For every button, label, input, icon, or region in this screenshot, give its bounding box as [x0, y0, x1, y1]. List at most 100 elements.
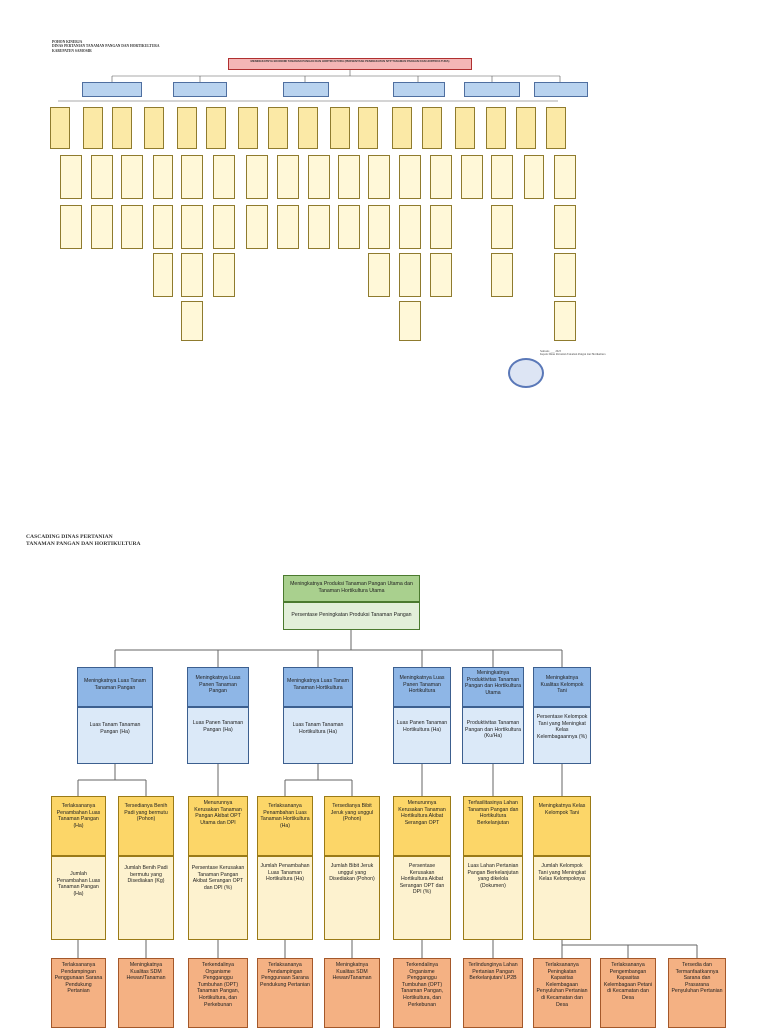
l2-indicator-box: Produktivitas Tanaman Pangan dan Hortiku…	[462, 707, 524, 764]
cascading-title-2: TANAMAN PANGAN DAN HORTIKULTURA	[26, 540, 141, 547]
l3-title: Tersedianya Benih Padi yang bermutu (Poh…	[124, 803, 168, 823]
l2-indicator-box: Luas Panen Tanaman Hortikultura (Ha)	[393, 707, 451, 764]
l4-text: Terkendalinya Organisme Pengganggu Tumbu…	[400, 962, 444, 1008]
pohon-l4-box	[399, 301, 421, 341]
l2-title-box: Meningkatnya Luas Tanam Tanaman Hortikul…	[283, 667, 353, 707]
pohon-l4-box	[277, 205, 299, 249]
l2-indicator: Persentase Kelompok Tani yang Meningkat …	[536, 714, 588, 740]
l3-indicator-box: Jumlah Penambahan Luas Tanaman Hortikult…	[257, 856, 313, 940]
l4-text: Terkendalinya Organisme Pengganggu Tumbu…	[196, 962, 240, 1008]
l4-box: Meningkatnya Kualitas SDM Hewan/Tanaman	[118, 958, 174, 1028]
signature-line-2: Kepala Dinas Pertanian Tanaman Pangan da…	[540, 353, 606, 357]
l3-title-box: Menurunnya Kerusakan Tanaman Pangan Akib…	[188, 796, 248, 856]
pohon-kinerja-header: POHON KINERJA DINAS PERTANIAN TANAMAN PA…	[52, 40, 159, 53]
l3-indicator: Jumlah Kelompok Tani yang Meningkat Kela…	[538, 863, 586, 883]
pohon-l4-box	[246, 155, 268, 199]
pohon-signature: Samosir, ___ 2023 Kepala Dinas Pertanian…	[540, 350, 605, 357]
pohon-l4-box	[491, 205, 513, 249]
pohon-l4-box	[554, 253, 576, 297]
l3-indicator: Jumlah Bibit Jeruk unggul yang Disediaka…	[329, 863, 375, 883]
pohon-l4-box	[181, 155, 203, 199]
pohon-l4-box	[308, 155, 330, 199]
pohon-l4-box	[368, 155, 390, 199]
l3-title: Terlaksananya Penambahan Luas Tanaman Ho…	[260, 803, 310, 829]
pohon-l4-box	[60, 205, 82, 249]
l3-title: Meningkatnya Kelas Kelompok Tani	[538, 803, 586, 816]
l3-indicator-box: Persentase Kerusakan Tanaman Pangan Akib…	[188, 856, 248, 940]
l2-indicator: Produktivitas Tanaman Pangan dan Hortiku…	[465, 720, 521, 740]
pohon-l3-box	[422, 107, 442, 149]
goal-box: Meningkatnya Produksi Tanaman Pangan Uta…	[283, 575, 420, 602]
l2-indicator: Luas Panen Tanaman Pangan (Ha)	[192, 720, 244, 733]
pohon-l4-box	[524, 155, 544, 199]
l2-title: Meningkatnya Luas Tanam Tanaman Pangan	[84, 678, 146, 691]
l2-indicator-box: Luas Tanam Tanaman Hortikultura (Ha)	[283, 707, 353, 764]
pohon-l4-box	[368, 253, 390, 297]
l2-title-box: Meningkatnya Luas Panen Tanaman Pangan	[187, 667, 249, 707]
pohon-l4-box	[181, 205, 203, 249]
l3-title: Terlaksananya Penambahan Luas Tanaman Pa…	[56, 803, 101, 829]
pohon-l4-box	[554, 205, 576, 249]
l3-title-box: Terfasilitasinya Lahan Tanaman Pangan da…	[463, 796, 523, 856]
goal-indicator-box: Persentase Peningkatan Produksi Tanaman …	[283, 602, 420, 630]
pohon-l4-box	[153, 205, 173, 249]
l2-title-box: Meningkatnya Luas Panen Tanaman Hortikul…	[393, 667, 451, 707]
pohon-l4-box	[338, 155, 360, 199]
pohon-l4-box	[430, 253, 452, 297]
pohon-l4-box	[181, 253, 203, 297]
pohon-l4-box	[91, 155, 113, 199]
l3-indicator: Jumlah Penambahan Luas Tanaman Pangan (H…	[56, 871, 101, 897]
l4-text: Meningkatnya Kualitas SDM Hewan/Tanaman	[332, 962, 372, 982]
l3-indicator: Persentase Kerusakan Hortikultura Akibat…	[399, 863, 445, 896]
l3-title-box: Tersedianya Bibit Jeruk yang unggul (Poh…	[324, 796, 380, 856]
pohon-l3-box	[516, 107, 536, 149]
l2-indicator: Luas Tanam Tanaman Pangan (Ha)	[89, 722, 141, 735]
l4-box: Terlindunginya Lahan Pertanian Pangan Be…	[463, 958, 523, 1028]
l3-title-box: Terlaksananya Penambahan Luas Tanaman Pa…	[51, 796, 106, 856]
l3-title-box: Menurunnya Kerusakan Tanaman Hortikultur…	[393, 796, 451, 856]
pohon-l3-box	[330, 107, 350, 149]
l2-title: Meningkatnya Luas Tanam Tanaman Hortikul…	[287, 678, 349, 691]
pohon-l3-box	[486, 107, 506, 149]
pohon-l2-box	[393, 82, 445, 97]
l2-indicator-box: Luas Tanam Tanaman Pangan (Ha)	[77, 707, 153, 764]
l4-box: Terkendalinya Organisme Pengganggu Tumbu…	[188, 958, 248, 1028]
pohon-l3-box	[546, 107, 566, 149]
pohon-l4-box	[121, 155, 143, 199]
l3-title: Menurunnya Kerusakan Tanaman Pangan Akib…	[194, 800, 242, 826]
pohon-l2-box	[464, 82, 520, 97]
l3-title-box: Tersedianya Benih Padi yang bermutu (Poh…	[118, 796, 174, 856]
pohon-l4-box	[491, 253, 513, 297]
l2-title-box: Meningkatnya Luas Tanam Tanaman Pangan	[77, 667, 153, 707]
pohon-l3-box	[50, 107, 70, 149]
pohon-l4-box	[153, 253, 173, 297]
pohon-l4-box	[153, 155, 173, 199]
l2-title: Meningkatnya Luas Panen Tanaman Hortikul…	[399, 675, 445, 695]
pohon-l3-box	[298, 107, 318, 149]
pohon-l4-box	[554, 301, 576, 341]
l3-title: Tersedianya Bibit Jeruk yang unggul (Poh…	[330, 803, 374, 823]
pohon-l4-box	[491, 155, 513, 199]
pohon-l4-box	[399, 155, 421, 199]
l4-box: Meningkatnya Kualitas SDM Hewan/Tanaman	[324, 958, 380, 1028]
cascading-title-1: CASCADING DINAS PERTANIAN	[26, 534, 113, 540]
l4-box: Terlaksananya Pengembangan Kapasitas Kel…	[600, 958, 656, 1028]
l3-indicator-box: Luas Lahan Pertanian Pangan Berkelanjuta…	[463, 856, 523, 940]
l2-title-box: Meningkatnya Produktivitas Tanaman Panga…	[462, 667, 524, 707]
pohon-l4-box	[60, 155, 82, 199]
l4-text: Terlaksananya Pengembangan Kapasitas Kel…	[603, 962, 653, 1001]
l2-indicator-box: Luas Panen Tanaman Pangan (Ha)	[187, 707, 249, 764]
l2-title: Meningkatnya Produktivitas Tanaman Panga…	[465, 670, 521, 696]
goal-text: Meningkatnya Produksi Tanaman Pangan Uta…	[290, 581, 413, 594]
l4-text: Terlaksananya Peningkatan Kapasitas Kele…	[536, 962, 588, 1008]
pohon-l4-box	[181, 301, 203, 341]
pohon-l3-box	[177, 107, 197, 149]
pohon-l2-box	[534, 82, 588, 97]
pohon-l4-box	[430, 155, 452, 199]
pohon-l4-box	[308, 205, 330, 249]
pohon-l4-box	[554, 155, 576, 199]
pohon-l3-box	[206, 107, 226, 149]
header-line-1: POHON KINERJA	[52, 40, 83, 44]
goal-indicator-text: Persentase Peningkatan Produksi Tanaman …	[291, 612, 412, 618]
